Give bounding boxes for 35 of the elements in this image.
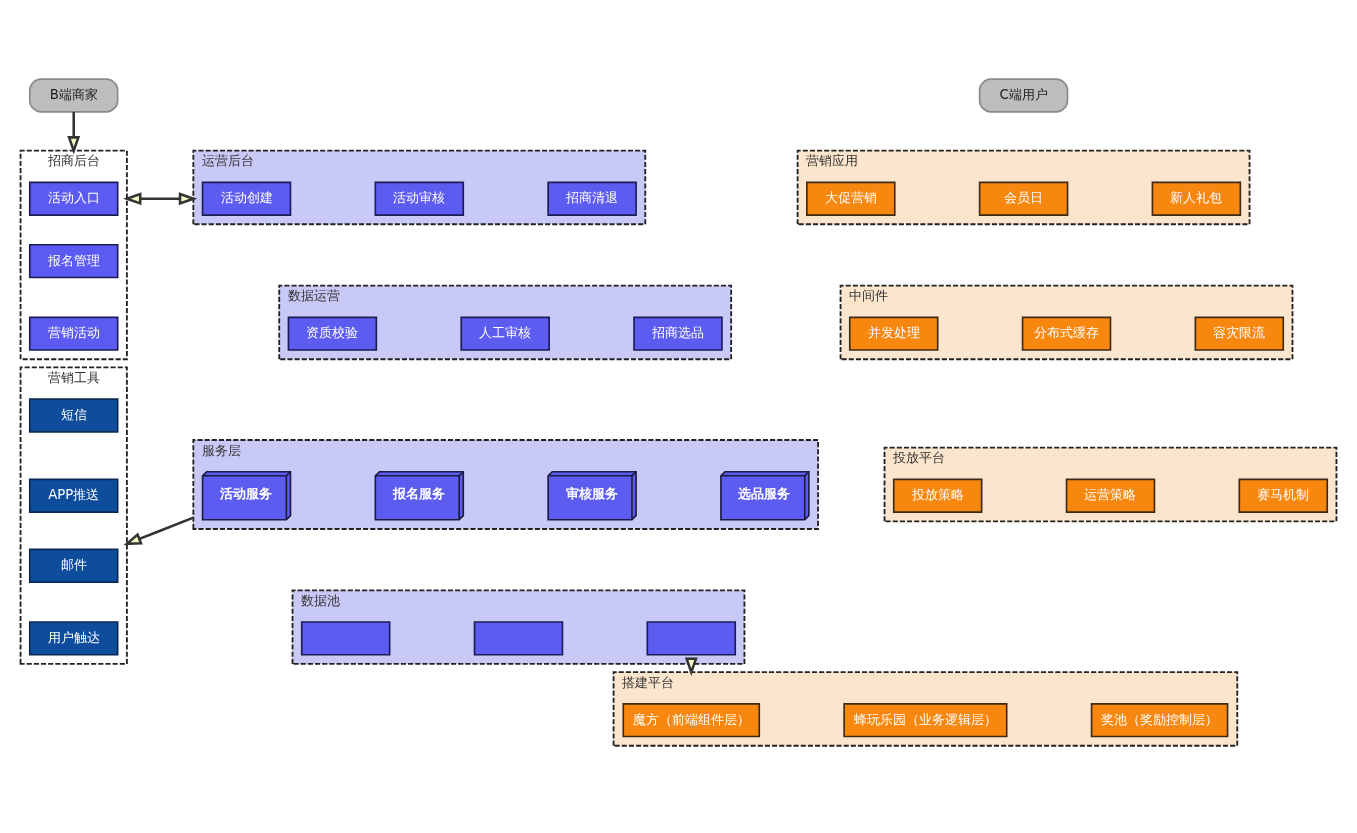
arrow xyxy=(67,111,81,155)
node-box: 报名管理 xyxy=(28,243,119,279)
node-box xyxy=(646,621,737,656)
arrow xyxy=(684,657,698,676)
node-box: 短信 xyxy=(28,398,119,433)
node-box: 蜂玩乐园（业务逻辑层） xyxy=(843,703,1008,738)
node-box: C端用户 xyxy=(978,78,1069,113)
node-box: 赛马机制 xyxy=(1238,478,1329,513)
node-box: 容灾限流 xyxy=(1194,316,1285,351)
node-box: 招商选品 xyxy=(633,316,723,351)
node-box: 活动创建 xyxy=(201,181,292,216)
node-box: 魔方（前端组件层） xyxy=(622,703,761,738)
node-box: 人工审核 xyxy=(460,316,550,351)
node-box: 分布式缓存 xyxy=(1021,316,1112,351)
node-box: 营销活动 xyxy=(28,316,119,351)
node-box: 并发处理 xyxy=(848,316,939,351)
cluster: 数据池 xyxy=(291,589,746,665)
node-box: 大促营销 xyxy=(806,181,896,216)
node-box: 用户触达 xyxy=(28,621,119,656)
arrow xyxy=(123,192,198,206)
node-box: 邮件 xyxy=(28,548,119,583)
node-box: 招商清退 xyxy=(547,181,637,216)
node-box: 活动审核 xyxy=(374,181,465,216)
node-box: 运营策略 xyxy=(1065,478,1156,513)
node-box: 投放策略 xyxy=(892,478,983,513)
arrow xyxy=(123,516,194,546)
node-box: 会员日 xyxy=(978,181,1069,216)
node-box xyxy=(473,621,564,656)
node-box xyxy=(300,621,391,656)
node-box: B端商家 xyxy=(28,78,119,113)
node-box: APP推送 xyxy=(28,478,119,513)
node-box: 奖池（奖励控制层） xyxy=(1090,703,1229,738)
node-box: 活动入口 xyxy=(28,181,119,216)
node-box: 资质校验 xyxy=(287,316,378,351)
node-box: 新人礼包 xyxy=(1151,181,1242,216)
